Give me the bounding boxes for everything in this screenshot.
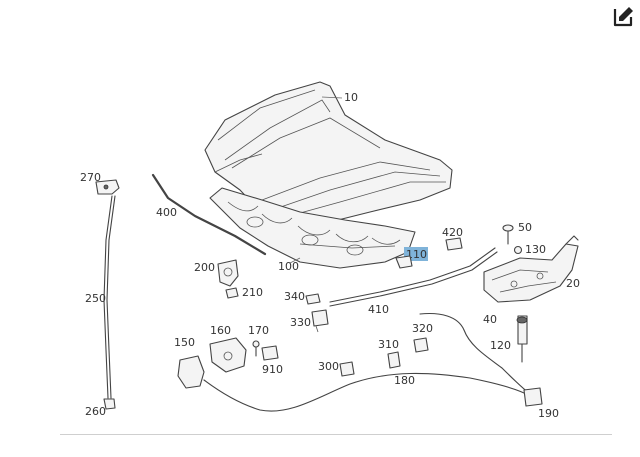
cable-end-190[interactable] <box>523 387 543 407</box>
release-cable-320[interactable] <box>419 312 531 395</box>
label-340[interactable]: 340 <box>284 290 305 303</box>
label-130[interactable]: 130 <box>525 243 546 256</box>
release-cable-410[interactable] <box>329 247 498 307</box>
label-410[interactable]: 410 <box>368 303 389 316</box>
hood-bracket-200[interactable] <box>217 259 239 287</box>
label-100[interactable]: 100 <box>278 260 299 273</box>
label-310[interactable]: 310 <box>378 338 399 351</box>
hood-hinge-pad-110[interactable] <box>395 255 413 269</box>
label-260[interactable]: 260 <box>85 405 106 418</box>
bracket-910[interactable] <box>261 345 279 361</box>
label-330[interactable]: 330 <box>290 316 311 329</box>
hood-inner-panel[interactable] <box>209 187 416 269</box>
label-180[interactable]: 180 <box>394 374 415 387</box>
cable-connector-320[interactable] <box>413 337 429 353</box>
lock-housing-150[interactable] <box>177 355 205 389</box>
label-270[interactable]: 270 <box>80 171 101 184</box>
release-handle-310[interactable] <box>387 351 401 369</box>
rubber-buffer-340[interactable] <box>305 293 321 305</box>
label-50[interactable]: 50 <box>518 221 532 234</box>
label-300[interactable]: 300 <box>318 360 339 373</box>
hood-seal-strip[interactable] <box>151 173 267 256</box>
label-910[interactable]: 910 <box>262 363 283 376</box>
nut-130[interactable] <box>513 245 523 255</box>
label-400[interactable]: 400 <box>156 206 177 219</box>
clip-420[interactable] <box>445 237 463 251</box>
screw-170[interactable] <box>252 340 260 357</box>
label-120[interactable]: 120 <box>490 339 511 352</box>
bolt-50[interactable] <box>502 224 514 245</box>
label-150[interactable]: 150 <box>174 336 195 349</box>
label-210[interactable]: 210 <box>242 286 263 299</box>
label-170[interactable]: 170 <box>248 324 269 337</box>
label-320[interactable]: 320 <box>412 322 433 335</box>
hood-prop-rod[interactable] <box>103 195 116 399</box>
label-110[interactable]: 110 <box>406 248 427 261</box>
label-10[interactable]: 10 <box>344 91 358 104</box>
handle-bezel-300[interactable] <box>339 361 355 377</box>
prop-rod-lower-clip[interactable] <box>103 398 116 410</box>
label-250[interactable]: 250 <box>85 292 106 305</box>
bottom-divider <box>60 434 612 435</box>
edit-icon[interactable] <box>612 4 636 28</box>
label-20[interactable]: 20 <box>566 277 580 290</box>
label-200[interactable]: 200 <box>194 261 215 274</box>
hood-latch-20[interactable] <box>483 235 579 303</box>
label-190[interactable]: 190 <box>538 407 559 420</box>
gas-strut-120[interactable] <box>516 315 528 363</box>
adjuster-330[interactable] <box>311 309 329 333</box>
prop-rod-upper-mount[interactable] <box>95 179 120 195</box>
label-40[interactable]: 40 <box>483 313 497 326</box>
label-420[interactable]: 420 <box>442 226 463 239</box>
hood-lock-160[interactable] <box>209 337 247 373</box>
label-160[interactable]: 160 <box>210 324 231 337</box>
release-cable-180[interactable] <box>203 372 531 412</box>
clip-210[interactable] <box>225 287 239 299</box>
